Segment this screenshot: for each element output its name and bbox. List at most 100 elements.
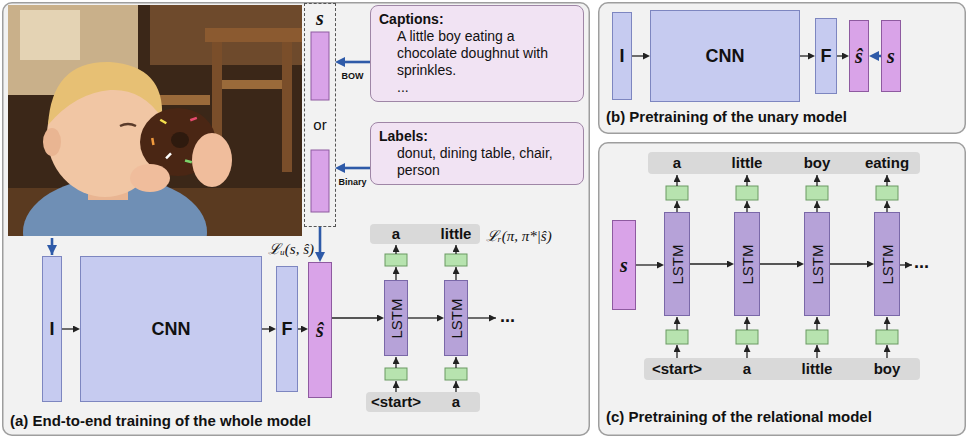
embedding-box [806,330,828,344]
embedding-box [385,254,407,266]
embedding-box [806,186,828,200]
text-slot: a [452,393,460,411]
text-slot: or [313,116,326,134]
node-text: LSTM [669,244,686,284]
wall [150,5,302,65]
panel: (c) Pretraining of the relational model a… [598,142,966,436]
feature-box: I [42,256,62,402]
text-slot: (a) End-to-end training of the whole mod… [10,412,311,430]
token-word: little [441,225,472,242]
panel-title: (c) Pretraining of the relational model [606,408,872,425]
chair-leg [282,42,292,172]
feature-box: CNN [80,256,262,402]
text-card: Labels:donut, dining table, chair, perso… [370,122,584,185]
connector-arrow [62,328,73,329]
token-word: <start> [371,393,421,410]
input-arrow [51,238,54,255]
connector-arrow [690,263,727,264]
text-slot: (c) Pretraining of the relational model [606,408,872,426]
node-text: LSTM [809,244,826,284]
token-band: <start> a [366,392,480,412]
vector-box: ŝ [849,20,869,92]
feature-box: I [612,12,632,100]
panel-fill [598,2,966,134]
connector-arrow [345,61,370,64]
edge-label: BOW [342,71,364,81]
node-text: s [316,7,324,29]
feature-box: F [815,18,837,94]
panel-title: (a) End-to-end training of the whole mod… [10,412,311,429]
flow-arrow [816,201,817,212]
node-text: ŝ [316,319,324,342]
embedding-box [666,330,688,344]
node-text: LSTM [448,298,465,338]
node-text: s [620,254,628,277]
text-slot: little [441,225,472,243]
flow-arrow [886,201,887,212]
vector-box: ŝ [308,262,332,398]
text-slot: boy [874,360,901,378]
connector-arrow [632,55,643,56]
flow-arrow [676,317,677,330]
text-slot: <start> [371,393,421,411]
node-text: LSTM [879,244,896,284]
node-text: or [313,116,326,133]
text-slot: little [802,360,833,378]
connector-arrow [262,328,269,329]
token-word: <start> [652,360,702,377]
flow-arrow [816,317,817,330]
edge-label: Binary [338,177,366,187]
ellipsis: ... [500,306,515,326]
sprinkle [185,159,192,163]
flow-arrow [676,345,677,358]
flow-arrow [746,201,747,212]
token-word: eating [865,154,909,171]
flow-arrow [395,245,396,254]
embedding-box [736,330,758,344]
token-word: a [452,393,460,410]
chair-back [205,28,302,42]
connector-arrow [830,263,867,264]
text-slot: a [673,154,681,172]
embedding-box [876,330,898,344]
sprinkle [165,152,172,159]
flow-arrow [886,317,887,330]
flow-arrow [886,175,887,186]
token-word: a [392,225,400,242]
sprinkle [160,119,167,125]
feature-box: F [276,266,298,392]
node-text: LSTM [739,244,756,284]
flow-arrow [816,175,817,186]
node-text: CNN [706,46,745,67]
token-band: <start> a little boy [644,358,920,380]
node-text: A little boy eating a chocolate doughnut… [379,28,575,79]
connector-arrow [298,328,301,329]
flow-arrows [677,175,912,358]
text-slot: a [743,360,751,378]
token-word: a [673,154,681,171]
flow-arrow [455,267,456,280]
embedding-box [445,368,467,380]
text-slot: Binary [338,171,366,189]
ellipsis: ... [914,252,929,272]
connector-arrow [800,55,808,56]
text-slot: <start> [652,360,702,378]
ear [43,128,61,156]
node-text: I [49,319,54,340]
token-word: little [802,360,833,377]
flow-arrow [468,317,496,318]
token-word: little [732,154,763,171]
hair [48,62,162,125]
flow-arrow [746,345,747,358]
text-slot: boy [804,154,831,172]
lstm-cell: LSTM [384,280,408,356]
embedding-box [736,186,758,200]
node-text: donut, dining table, chair, person [379,145,575,179]
node-text: F [282,319,293,340]
node-text: I [619,46,624,67]
node-text: s [887,45,895,68]
text-slot: s [316,7,324,30]
loss-label: ℒᵤ(s, ŝ) [268,241,314,257]
flow-arrow [900,264,912,265]
